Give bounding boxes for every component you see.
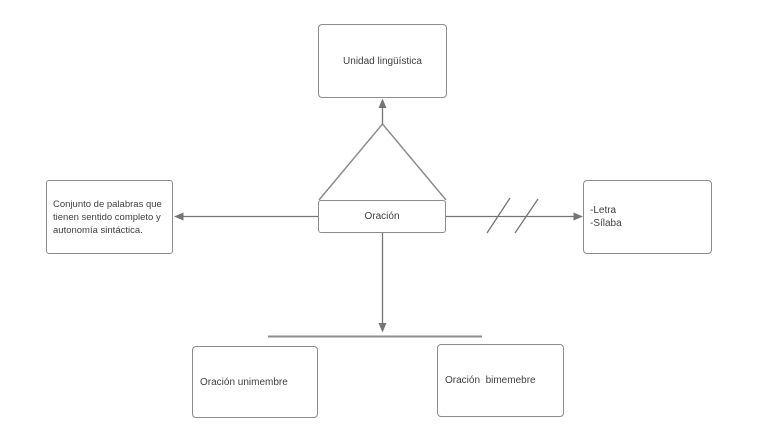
node-oracion[interactable]: Oración [318,200,446,233]
node-oracion-unimembre[interactable]: Oración unimembre [192,346,318,418]
node-letra-silaba-line1: -Letra [590,205,617,216]
node-definicion[interactable]: Conjunto de palabras que tienen sentido … [46,180,173,254]
node-oracion-bimemebre[interactable]: Oración bimemebre [437,344,564,417]
node-letra-silaba[interactable]: -Letra -Sílaba [583,180,712,254]
node-oracion-unimembre-label: Oración unimembre [200,376,288,388]
arrow-right-icon [573,212,583,221]
node-letra-silaba-line2: -Sílaba [590,218,622,229]
node-definicion-line3: autonomía sintáctica. [53,224,143,236]
connector-center-to-top[interactable] [378,98,387,125]
arrow-up-icon [378,98,387,108]
triangle-shape[interactable] [318,122,447,201]
slash-mark-1 [486,197,511,234]
slash-mark-2 [514,198,539,234]
node-oracion-bimemebre-label: Oración bimemebre [445,375,536,386]
connector-center-to-right[interactable] [446,197,583,234]
node-unidad-linguistica[interactable]: Unidad lingüística [318,24,447,98]
node-oracion-label: Oración [364,211,400,222]
arrow-left-icon [174,212,184,221]
node-definicion-line2: tienen sentido completo y [53,211,161,223]
connector-center-to-bottom[interactable] [378,233,387,333]
node-unidad-linguistica-label: Unidad lingüística [343,55,422,67]
arrow-down-icon [378,323,387,333]
node-definicion-line1: Conjunto de palabras que [53,198,162,210]
connector-center-to-left[interactable] [174,212,319,221]
